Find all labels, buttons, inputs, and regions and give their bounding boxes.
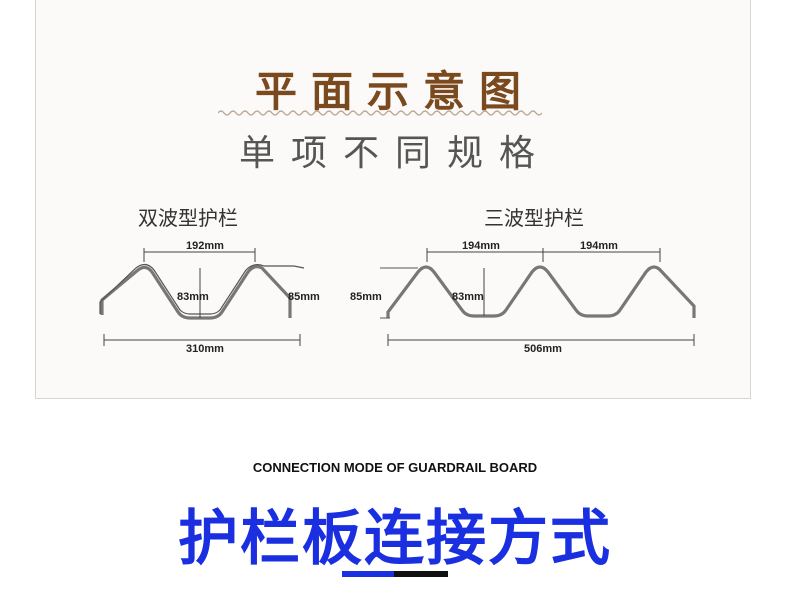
triple-inner-height: 83mm	[452, 291, 484, 303]
double-wave-profile	[99, 248, 305, 346]
diagram-panel	[35, 0, 751, 399]
triple-height: 85mm	[350, 291, 382, 303]
double-height: 85mm	[288, 291, 320, 303]
section-english-title: CONNECTION MODE OF GUARDRAIL BOARD	[252, 460, 538, 475]
double-wave-label: 双波型护栏	[138, 206, 238, 230]
page-title: 平面示意图	[254, 67, 535, 116]
accent-bar-blue	[342, 571, 394, 577]
triple-total-width: 506mm	[524, 343, 562, 355]
accent-bar-black	[394, 571, 448, 577]
double-top-width: 192mm	[186, 240, 224, 252]
triple-top-width-1: 194mm	[462, 240, 500, 252]
wavy-divider	[218, 110, 542, 116]
page-subtitle: 单项不同规格	[238, 133, 551, 174]
triple-wave-label: 三波型护栏	[484, 206, 584, 230]
triple-wave-profile	[380, 248, 696, 346]
triple-top-width-2: 194mm	[580, 240, 618, 252]
profile-drawings: 192mm 83mm 85mm 310mm 194mm 194mm 85mm 8…	[99, 240, 696, 355]
double-total-width: 310mm	[186, 343, 224, 355]
double-inner-height: 83mm	[177, 291, 209, 303]
section-chinese-title: 护栏板连接方式	[178, 504, 612, 574]
